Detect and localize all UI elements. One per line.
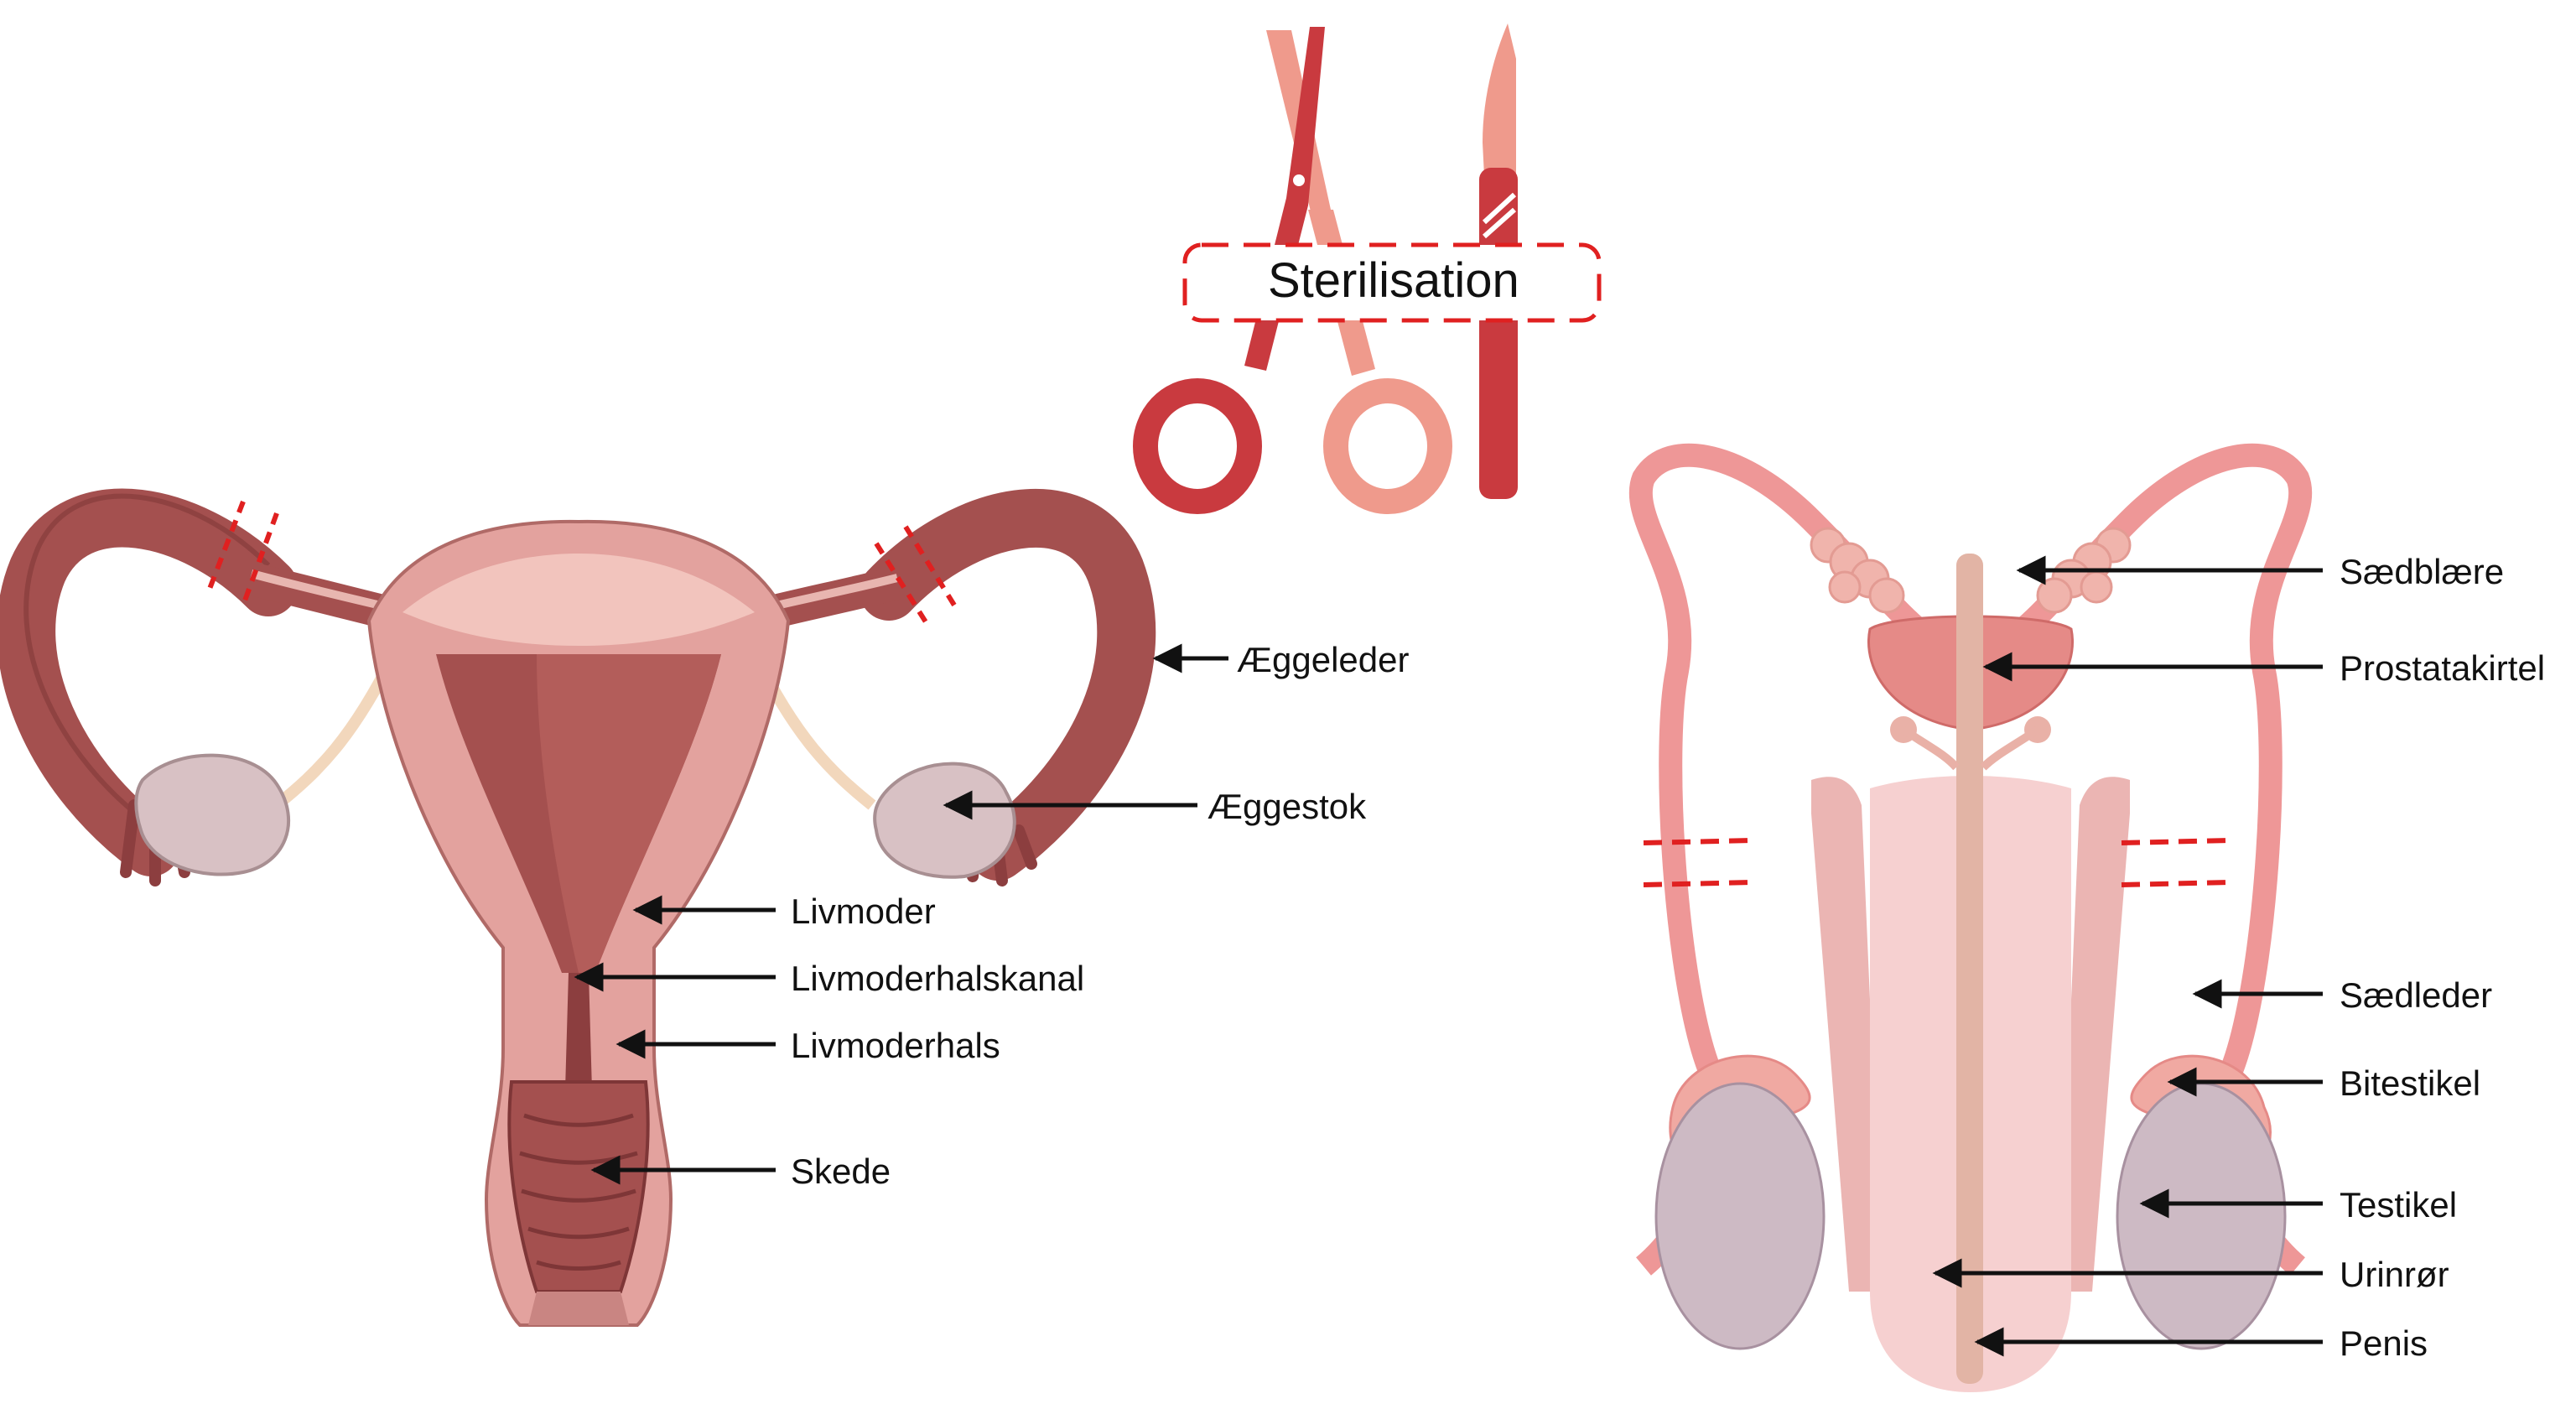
label-ovary: Æggestok — [1208, 787, 1367, 826]
label-seminal-vesicle: Sædblære — [2340, 552, 2505, 591]
male-cut-marks — [1643, 838, 2231, 887]
penis-corpus-right — [2059, 777, 2130, 1292]
diagram-title: Sterilisation — [1268, 253, 1519, 308]
label-epididymis: Bitestikel — [2340, 1063, 2481, 1103]
label-vas-deferens: Sædleder — [2340, 975, 2493, 1015]
left-ovary — [134, 753, 291, 876]
label-arrows — [574, 555, 2323, 1357]
label-penis: Penis — [2340, 1323, 2428, 1363]
label-vagina: Skede — [791, 1152, 891, 1191]
urethra — [1956, 554, 1983, 1384]
label-urethra: Urinrør — [2340, 1255, 2449, 1294]
male-reproductive-system — [1628, 443, 2313, 1392]
left-testis — [1654, 1082, 1826, 1350]
female-reproductive-system — [0, 488, 1156, 1327]
right-testis — [2116, 1082, 2287, 1350]
right-ovary — [873, 762, 1016, 879]
label-testis: Testikel — [2340, 1185, 2458, 1224]
label-prostate: Prostatakirtel — [2340, 648, 2546, 688]
label-uterus: Livmoder — [791, 892, 936, 931]
vagina — [507, 1080, 650, 1293]
female-cut-marks — [207, 500, 960, 629]
label-cervix: Livmoderhals — [791, 1026, 1000, 1065]
title-dashed-box — [1182, 242, 1602, 323]
penis-corpus-left — [1811, 777, 1883, 1292]
label-cervical-canal: Livmoderhalskanal — [791, 959, 1085, 998]
label-fallopian-tube: Æggeleder — [1237, 640, 1410, 679]
